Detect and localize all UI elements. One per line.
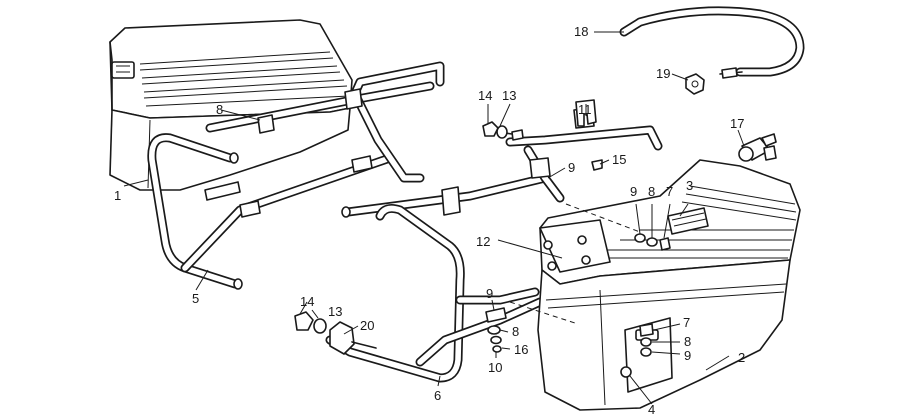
alignment-line <box>565 203 641 233</box>
washer-stack-lower <box>485 307 507 353</box>
callout-5: 5 <box>192 291 199 306</box>
callout-13-lower: 13 <box>328 304 342 319</box>
callout-3: 3 <box>686 178 693 193</box>
callout-1: 1 <box>114 188 121 203</box>
callout-11: 11 <box>578 102 592 117</box>
callout-8-left: 8 <box>216 102 223 117</box>
leader-lines <box>123 31 745 405</box>
callout-8-upper: 8 <box>648 184 655 199</box>
screw-15 <box>591 159 603 171</box>
callout-14-lower: 14 <box>300 294 314 309</box>
lock-17 <box>738 133 777 162</box>
callout-9-top: 9 <box>568 160 575 175</box>
callout-19: 19 <box>656 66 670 81</box>
washer-stack-right <box>639 323 654 357</box>
callout-20: 20 <box>360 318 374 333</box>
callout-6: 6 <box>434 388 441 403</box>
callout-17: 17 <box>730 116 744 131</box>
callout-8-right: 8 <box>684 334 691 349</box>
callout-13-upper: 13 <box>502 88 516 103</box>
callout-4: 4 <box>648 402 655 416</box>
left-saddlebag-case <box>109 19 353 191</box>
bolt-assembly-lower <box>294 311 377 355</box>
callout-7-upper: 7 <box>666 184 673 199</box>
callout-2: 2 <box>738 350 745 365</box>
callout-14-upper: 14 <box>478 88 492 103</box>
cable-18 <box>619 6 805 79</box>
callout-12: 12 <box>476 234 490 249</box>
callout-18: 18 <box>574 24 588 39</box>
alignment-line <box>509 301 579 325</box>
washer-stack-upper <box>634 233 671 251</box>
callout-8-center: 8 <box>512 324 519 339</box>
callout-16: 16 <box>514 342 528 357</box>
callout-9-upper: 9 <box>630 184 637 199</box>
nut-19 <box>685 73 705 95</box>
bolt-assembly-upper <box>482 121 508 139</box>
callout-9-center: 9 <box>486 286 493 301</box>
callout-10: 10 <box>488 360 502 375</box>
callout-labels: 1 2 3 4 5 6 7 7 8 8 8 8 9 9 9 9 10 11 12… <box>114 24 745 416</box>
left-mounting-frame <box>147 61 445 290</box>
callout-15: 15 <box>612 152 626 167</box>
callout-9-right: 9 <box>684 348 691 363</box>
callout-7-lower: 7 <box>683 315 690 330</box>
